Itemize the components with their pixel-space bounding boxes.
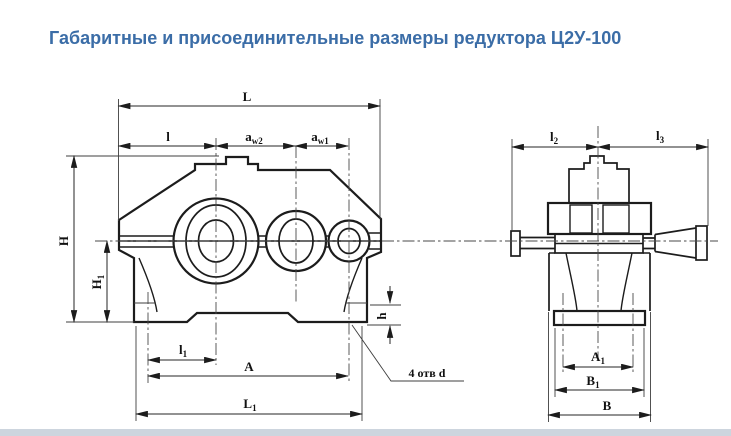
foot-rib-left [138,257,158,313]
dim-label-aw2: aw2 [245,129,263,146]
footer-strip [0,429,731,436]
right-shaft [643,227,697,259]
page-title: Габаритные и присоединительные размеры р… [49,28,622,48]
dim-label-L1: L1 [243,396,257,413]
dim-label-L: L [243,89,252,104]
left-shaft-end [510,230,521,257]
side-view [510,155,708,327]
top-cover [568,155,630,204]
dimension-lines [70,102,710,419]
side-body [546,201,653,236]
front-view [117,155,383,324]
dim-label-A1: A1 [591,349,605,366]
right-shaft-end [695,225,708,261]
bell-rib-right [620,252,633,312]
housing-outline [117,155,383,324]
dim-label-H1: H1 [89,274,106,289]
dim-label-aw1: aw1 [311,129,329,146]
dim-label-l3: l3 [656,128,665,145]
centerlines [95,126,718,383]
holes-note: 4 отв d [409,366,446,380]
extension-lines [66,99,709,422]
dim-label-B: B [603,398,612,413]
dim-label-B1: B1 [586,373,600,390]
dim-label-l2: l2 [550,129,559,146]
dimension-labels: L l aw2 aw1 H H1 h l1 A L1 4 отв d l2 l3… [56,89,665,413]
bell-rib-left [565,252,578,312]
dim-label-H: H [56,236,71,246]
dim-label-h: h [374,312,389,320]
dim-label-l: l [166,129,170,144]
leader-line [351,324,464,382]
foot-rib-right [343,257,363,313]
dim-label-A: A [244,359,254,374]
side-base [552,309,647,327]
dim-label-l1: l1 [179,342,188,359]
